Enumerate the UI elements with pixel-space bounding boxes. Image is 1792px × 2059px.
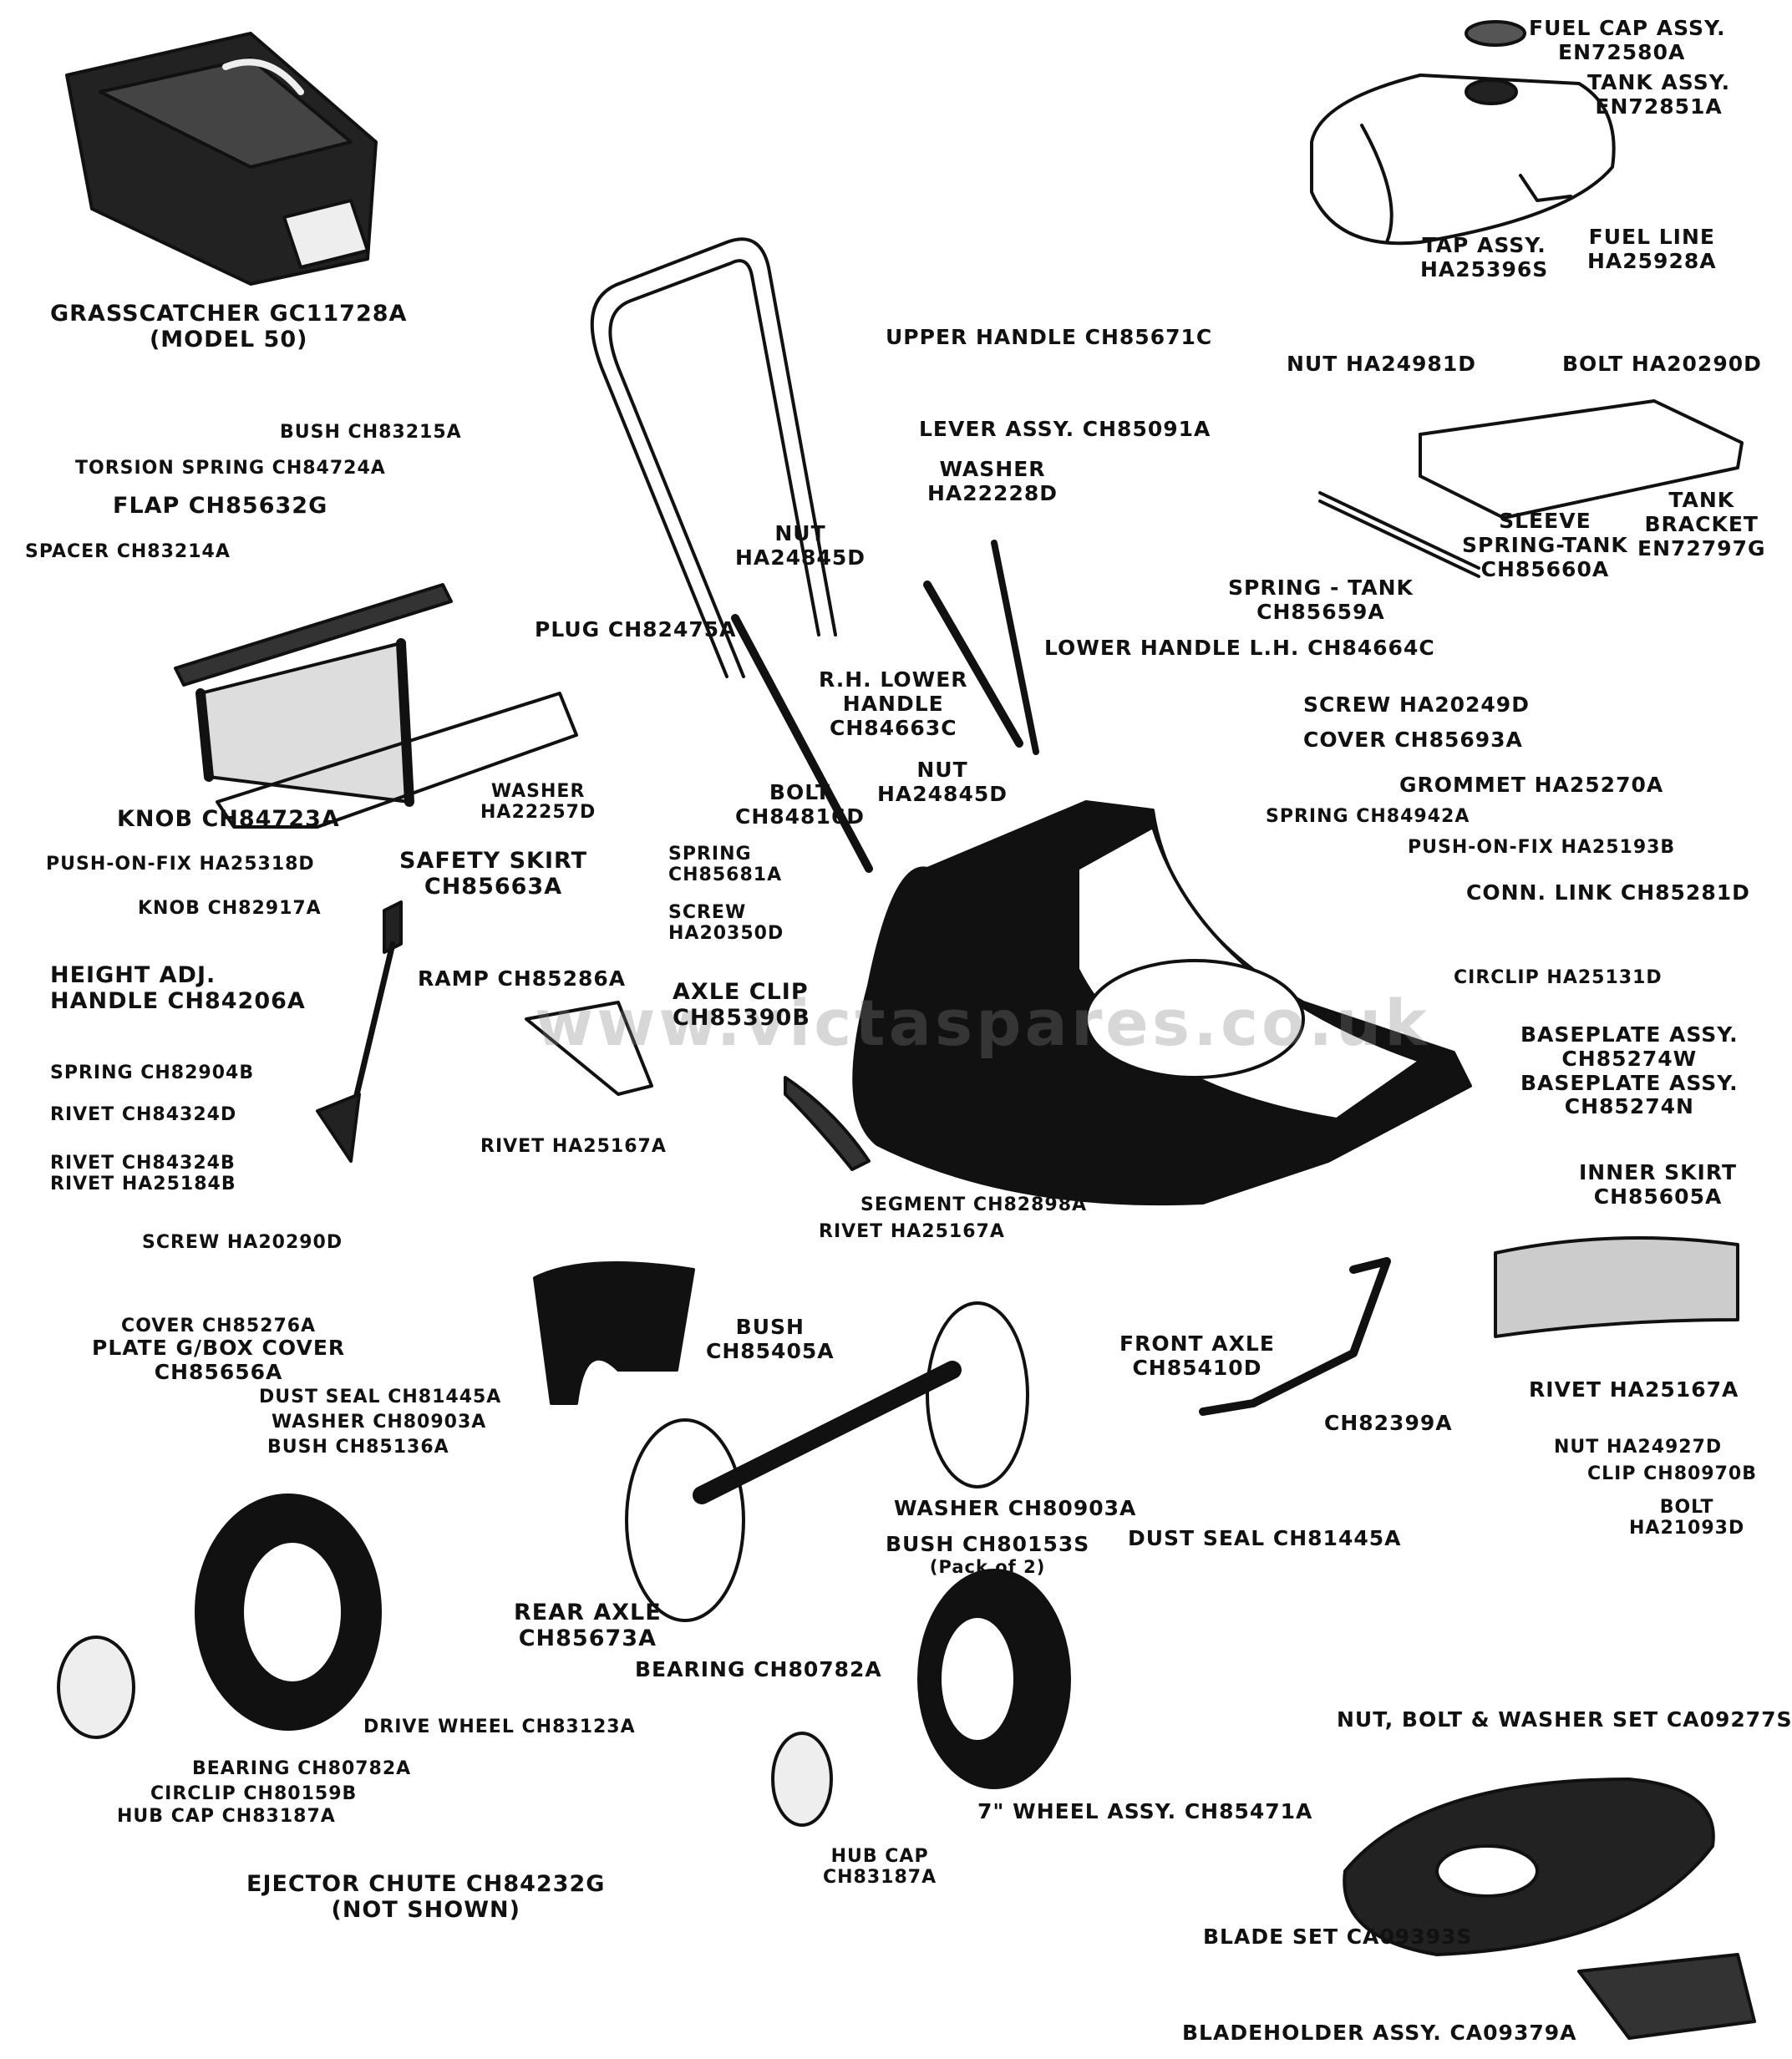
drive-wheel-drawing	[57, 1494, 382, 1739]
label-rivet-segment: RIVET HA25167A	[819, 1221, 1005, 1242]
height-handle-drawing	[316, 900, 403, 1163]
label-push-fix-left: PUSH-ON-FIX HA25318D	[46, 854, 315, 875]
label-grasscatcher: GRASSCATCHER GC11728A(MODEL 50)	[50, 301, 408, 353]
bladeholder-drawing	[1577, 1953, 1756, 2040]
label-circlip-left: CIRCLIP CH80159B	[150, 1783, 358, 1804]
label-hub-cap-left: HUB CAP CH83187A	[117, 1806, 336, 1827]
handle-drawing	[590, 237, 1039, 873]
label-spring-link: SPRING CH84942A	[1266, 806, 1470, 827]
ramp-drawing	[525, 1001, 653, 1096]
label-ch82399: CH82399A	[1324, 1411, 1453, 1435]
label-rivet-ramp: RIVET HA25167A	[480, 1136, 667, 1157]
label-knob-flap: KNOB CH84723A	[117, 806, 340, 832]
label-flap: FLAP CH85632G	[113, 493, 328, 519]
tank-bracket-drawing	[1318, 399, 1744, 578]
label-bladeholder: BLADEHOLDER ASSY. CA09379A	[1182, 2021, 1577, 2045]
label-nut-bolt-set: NUT, BOLT & WASHER SET CA09277S	[1337, 1707, 1792, 1732]
label-bearing-right: BEARING CH80782A	[635, 1657, 882, 1681]
label-screw-bottom: SCREW HA20290D	[142, 1232, 343, 1253]
label-height-adj: HEIGHT ADJ.HANDLE CH84206A	[50, 962, 306, 1015]
label-nut-top: NUT HA24981D	[1287, 352, 1476, 376]
label-blade-set: BLADE SET CA09393S	[1203, 1925, 1473, 1949]
inner-skirt-drawing	[1494, 1236, 1739, 1338]
watermark: www.victaspares.co.uk	[535, 986, 1430, 1060]
label-segment: SEGMENT CH82898A	[860, 1194, 1088, 1215]
label-circlip-link: CIRCLIP HA25131D	[1454, 967, 1663, 988]
label-screw-cover: SCREW HA20249D	[1303, 692, 1530, 717]
wheel-assy-drawing	[771, 1569, 1071, 1827]
blade-set-drawing	[1343, 1778, 1715, 1956]
grasscatcher-drawing	[65, 32, 378, 286]
label-cover-top: COVER CH85693A	[1303, 728, 1523, 752]
label-bearing-left: BEARING CH80782A	[192, 1758, 412, 1779]
label-lower-lh: LOWER HANDLE L.H. CH84664C	[1044, 636, 1435, 660]
label-upper-handle: UPPER HANDLE CH85671C	[886, 325, 1213, 349]
gearbox-cover-drawing	[533, 1261, 695, 1405]
label-bush-right: BUSH CH80153S(Pack of 2)	[886, 1532, 1090, 1577]
label-fuel-cap: FUEL CAP ASSY.EN72580A	[1529, 16, 1726, 64]
label-dust-seal-right: DUST SEAL CH81445A	[1128, 1526, 1402, 1550]
label-spacer: SPACER CH83214A	[25, 541, 231, 562]
rear-axle-drawing	[625, 1301, 1029, 1622]
label-plug: PLUG CH82475A	[535, 617, 737, 642]
label-rivet3: RIVET HA25184B	[50, 1174, 236, 1194]
label-rivet-skirt: RIVET HA25167A	[1529, 1377, 1739, 1402]
label-push-fix-right: PUSH-ON-FIX HA25193B	[1408, 837, 1676, 858]
label-washer-right: WASHER CH80903A	[894, 1496, 1137, 1520]
label-ramp: RAMP CH85286A	[418, 966, 627, 991]
label-rivet1: RIVET CH84324D	[50, 1104, 237, 1125]
label-bolt-top: BOLT HA20290D	[1562, 352, 1762, 376]
label-washer-left: WASHER CH80903A	[272, 1412, 487, 1433]
label-bush-left: BUSH CH85136A	[267, 1437, 449, 1458]
label-lever: LEVER ASSY. CH85091A	[919, 417, 1211, 441]
label-grommet: GROMMET HA25270A	[1399, 773, 1664, 797]
label-ejector: EJECTOR CHUTE CH84232G(NOT SHOWN)	[246, 1871, 606, 1924]
label-dust-seal-left: DUST SEAL CH81445A	[259, 1387, 502, 1407]
fuel-tank-drawing	[1310, 20, 1616, 246]
label-bush-flap: BUSH CH83215A	[280, 422, 462, 443]
label-knob-height: KNOB CH82917A	[138, 898, 322, 919]
label-spring-handle: SPRING CH82904B	[50, 1062, 255, 1083]
deck-drawing	[852, 800, 1472, 1206]
front-axle-drawing	[1199, 1257, 1391, 1416]
segment-drawing	[784, 1076, 871, 1171]
label-wheel-assy: 7" WHEEL ASSY. CH85471A	[977, 1799, 1313, 1823]
label-conn-link: CONN. LINK CH85281D	[1466, 880, 1750, 905]
label-drive-wheel: DRIVE WHEEL CH83123A	[363, 1717, 636, 1737]
label-clip: CLIP CH80970B	[1587, 1463, 1757, 1484]
label-nut-clip: NUT HA24927D	[1554, 1437, 1723, 1458]
label-rivet2: RIVET CH84324B	[50, 1153, 236, 1174]
label-tank: TANK ASSY.EN72851A	[1587, 70, 1731, 119]
label-tap: TAP ASSY.HA25396S	[1420, 233, 1549, 281]
flap-drawing	[174, 583, 578, 829]
label-torsion: TORSION SPRING CH84724A	[75, 458, 386, 479]
